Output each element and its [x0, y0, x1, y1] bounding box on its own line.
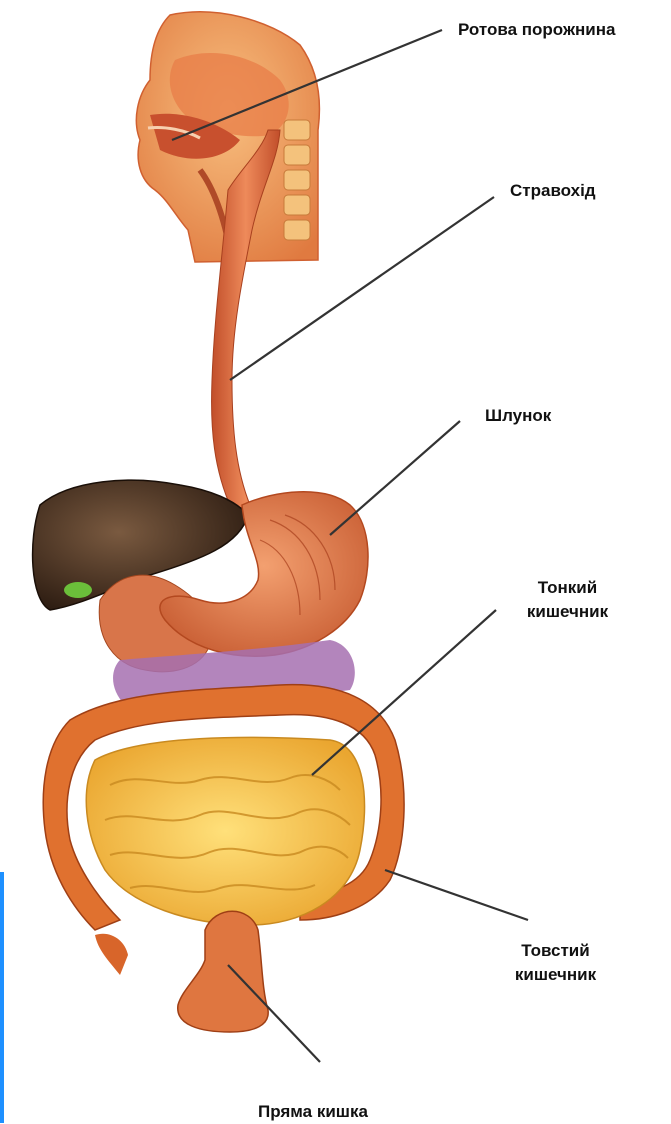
- rectum: [178, 911, 268, 1032]
- gallbladder: [64, 582, 92, 598]
- label-large-intestine-line1: Товстий: [498, 939, 613, 963]
- edge-accent-bar: [0, 872, 4, 1123]
- label-large-intestine-line2: кишечник: [498, 963, 613, 987]
- label-stomach: Шлунок: [485, 404, 551, 428]
- label-small-intestine-line2: кишечник: [510, 600, 625, 624]
- label-rectum: Пряма кишка: [258, 1100, 368, 1124]
- label-mouth: Ротова порожнина: [458, 18, 615, 42]
- label-small-intestine: Тонкий кишечник: [510, 576, 625, 624]
- label-esophagus: Стравохід: [510, 179, 596, 203]
- label-small-intestine-line1: Тонкий: [510, 576, 625, 600]
- label-large-intestine: Товстий кишечник: [498, 939, 613, 987]
